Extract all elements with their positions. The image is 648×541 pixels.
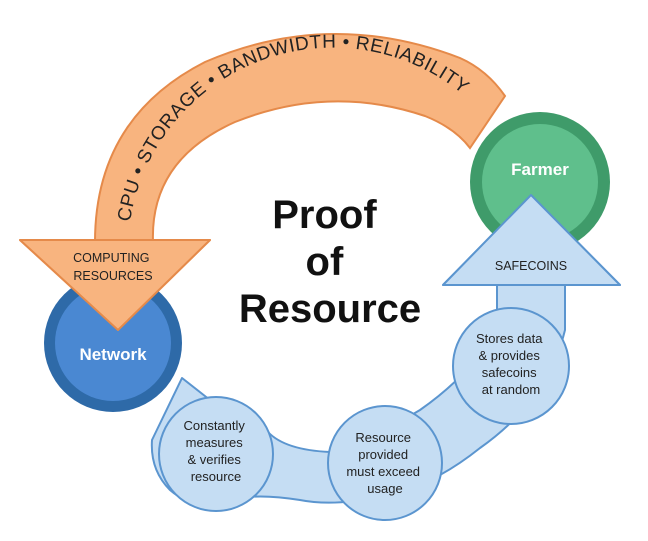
network-core [55,285,171,401]
bubble-network-text: Constantly measures & verifies resource [183,418,248,484]
bubble-farmer [452,307,570,425]
network-label: Network [79,345,147,364]
resources-arrow-head-front [19,239,211,331]
bubble-middle [327,405,443,521]
network-node [44,274,182,412]
diagram-title: Proof of Resource [239,193,421,331]
safecoins-arrow-head-front [442,194,621,286]
farmer-label: Farmer [511,160,569,179]
computing-resources-label: COMPUTING RESOURCES [73,251,153,283]
farmer-core [482,124,598,240]
safecoins-label: SAFECOINS [495,259,567,273]
bubble-network [158,396,274,512]
bubble-farmer-text: Stores data & provides safecoins at rand… [476,331,546,397]
farmer-node [470,112,610,252]
resources-arrow-body [93,32,507,243]
bubble-middle-text: Resource provided must exceed usage [346,430,423,496]
